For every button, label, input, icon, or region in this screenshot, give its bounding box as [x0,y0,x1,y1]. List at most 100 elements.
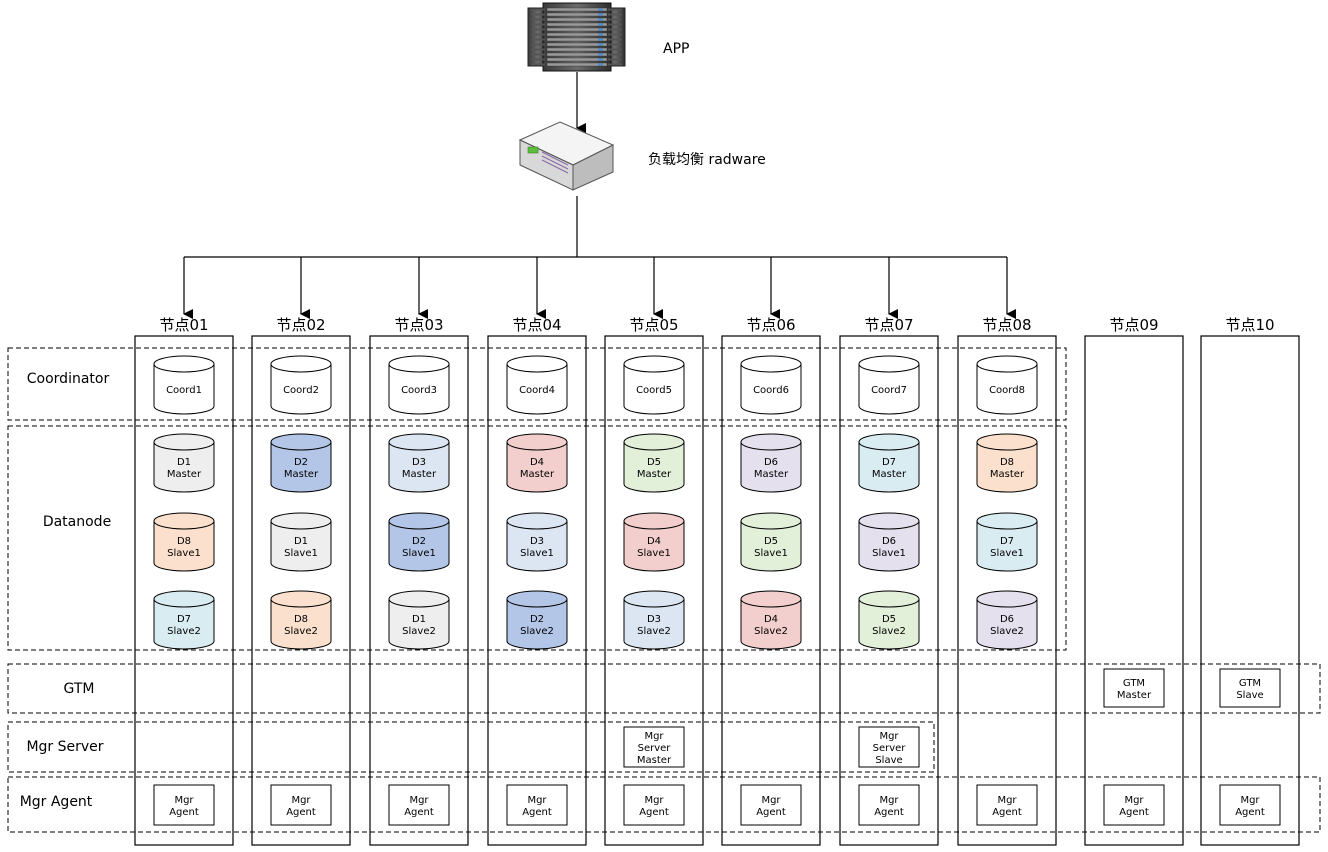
datanode-cylinder-label-1: D3 [530,536,544,547]
row-label-gtm: GTM [64,681,95,697]
node-title: 节点07 [864,316,913,334]
node-column-2: 节点02Coord2D2MasterD1Slave1D8Slave2MgrAge… [251,257,351,846]
node-column-1: 节点01Coord1D1MasterD8Slave1D7Slave2MgrAge… [134,257,234,846]
coordinator-cylinder: Coord7 [858,355,920,415]
datanode-cylinder-label-1: D7 [882,457,896,468]
mgr-agent-box-label-2: Agent [286,807,316,818]
datanode-cylinder-label-1: D6 [764,457,778,468]
node-column-3: 节点03Coord3D3MasterD2Slave1D1Slave2MgrAge… [369,257,469,846]
coordinator-cylinder: Coord2 [270,355,332,415]
node-frame [604,335,704,846]
mgr-server-box-label-1: Mgr [879,731,899,742]
datanode-cylinder-label-2: Slave1 [167,548,201,559]
coordinator-row-group [7,347,1067,421]
coordinator-cylinder-label-1: Coord1 [166,385,202,396]
datanode-cylinder-label-2: Master [520,469,555,480]
load-balancer-label: 负载均衡 radware [648,152,766,168]
mgr-server-box-label-1: Mgr [644,731,664,742]
node-title: 节点04 [512,316,561,334]
datanode-cylinder-label-1: D6 [1000,614,1014,625]
datanode-cylinder-label-1: D2 [294,457,308,468]
datanode-cylinder-label-2: Slave2 [167,626,201,637]
mgr-agent-box-label-1: Mgr [174,795,194,806]
coordinator-cylinder-label-1: Coord7 [871,385,907,396]
datanode-cylinder-label-2: Slave1 [520,548,554,559]
app-label: APP [663,41,689,57]
mgr-agent-box-label-2: Agent [169,807,199,818]
node-column-6: 节点06Coord6D6MasterD5Slave1D4Slave2MgrAge… [721,257,821,846]
gtm-box-label-2: Slave [1236,690,1263,701]
node-frame [957,335,1057,846]
mgr-server-box-label-3: Master [637,755,672,766]
datanode-cylinder-label-2: Slave1 [872,548,906,559]
datanode-cylinder-label-1: D1 [177,457,191,468]
mgr-agent-box-label-2: Agent [404,807,434,818]
datanode-cylinder-label-2: Slave1 [754,548,788,559]
mgr-server-box-label-2: Server [638,743,672,754]
mgr-agent-box-label-1: Mgr [997,795,1017,806]
datanode-cylinder-label-2: Master [990,469,1025,480]
mgr-agent-box-label-1: Mgr [761,795,781,806]
row-label-mgr-server: Mgr Server [26,739,103,755]
node-title: 节点02 [276,316,325,334]
node-frame [839,335,939,846]
mgr-agent-box-label-2: Agent [1235,807,1265,818]
gtm-box-label-2: Master [1117,690,1152,701]
row-label-coordinator: Coordinator [27,371,110,387]
datanode-cylinder-label-1: D4 [764,614,778,625]
node-column-7: 节点07Coord7D7MasterD6Slave1D5Slave2MgrSer… [839,257,939,846]
node-frame [134,335,234,846]
mgr-agent-box-label-2: Agent [639,807,669,818]
datanode-cylinder-label-1: D1 [412,614,426,625]
coordinator-cylinder: Coord1 [153,355,215,415]
datanode-cylinder-label-2: Slave1 [284,548,318,559]
load-balancer-icon [518,121,615,191]
node-frame [369,335,469,846]
datanode-cylinder-label-2: Slave1 [990,548,1024,559]
node-title: 节点08 [982,316,1031,334]
mgr-agent-box-label-1: Mgr [1124,795,1144,806]
node-title: 节点03 [394,316,443,334]
coordinator-cylinder-label-1: Coord3 [401,385,437,396]
coordinator-cylinder-label-1: Coord8 [989,385,1025,396]
mgr-agent-box-label-2: Agent [874,807,904,818]
mgr-agent-box-label-1: Mgr [527,795,547,806]
node-frame [1200,335,1300,846]
node-column-5: 节点05Coord5D5MasterD4Slave1D3Slave2MgrSer… [604,257,704,846]
datanode-cylinder-label-2: Master [754,469,789,480]
node-column-4: 节点04Coord4D4MasterD3Slave1D2Slave2MgrAge… [487,257,587,846]
datanode-cylinder-label-1: D5 [882,614,896,625]
datanode-cylinder-label-1: D5 [764,536,778,547]
node-title: 节点01 [159,316,208,334]
datanode-cylinder-label-2: Master [402,469,437,480]
datanode-cylinder-label-1: D6 [882,536,896,547]
coordinator-cylinder: Coord6 [740,355,802,415]
datanode-cylinder-label-2: Master [872,469,907,480]
coordinator-cylinder-label-1: Coord4 [519,385,555,396]
mgr-agent-box-label-1: Mgr [409,795,429,806]
